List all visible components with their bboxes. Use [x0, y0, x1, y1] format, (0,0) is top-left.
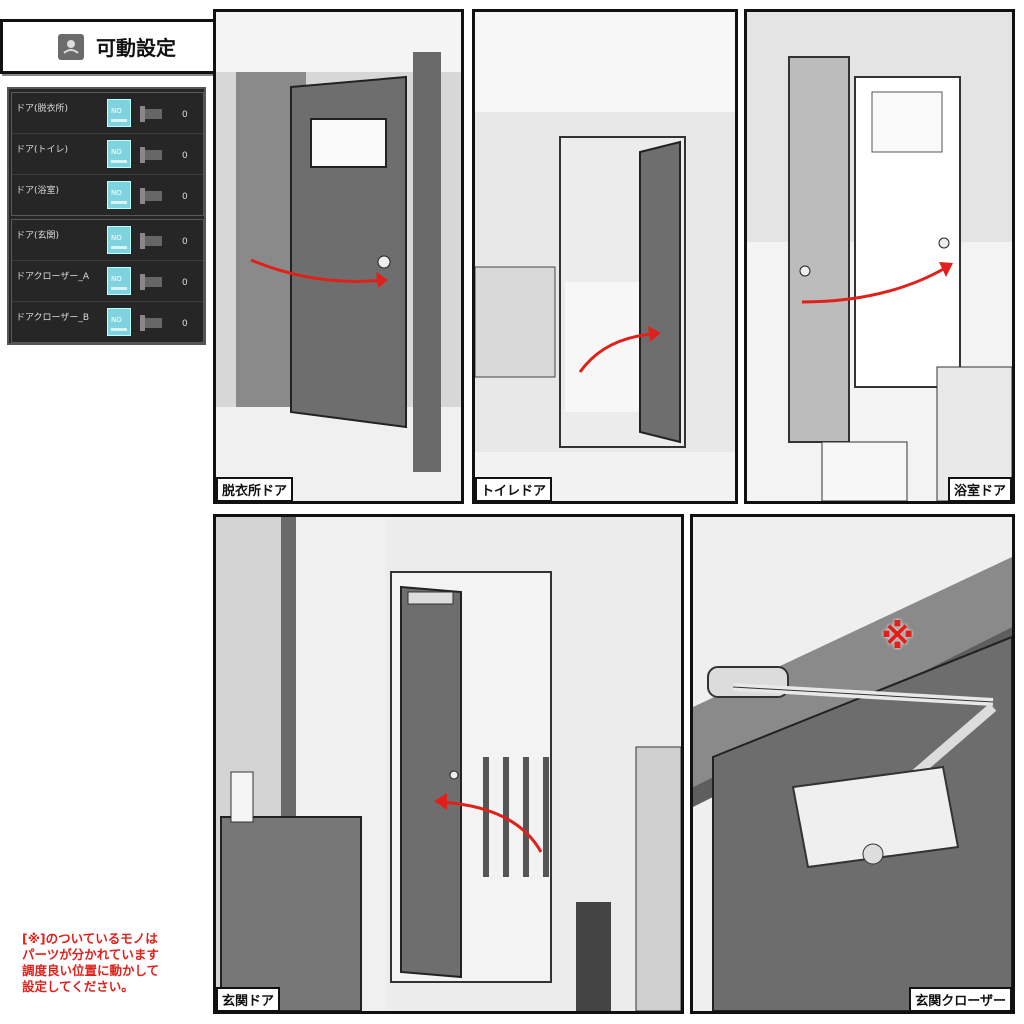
- toggle-button[interactable]: NO: [107, 226, 131, 254]
- toggle-label: NO: [111, 189, 122, 197]
- toggle-label: NO: [111, 316, 122, 324]
- caption-bath-door: 浴室ドア: [947, 477, 1012, 501]
- caption-entrance-door: 玄関ドア: [216, 987, 281, 1011]
- note-line: パーツが分かれています: [22, 947, 159, 962]
- setting-row-door-toilet: ドア(トイレ) NO 0: [12, 134, 203, 175]
- entrance-door-illustration: [216, 517, 681, 1011]
- caption-dressing-door: 脱衣所ドア: [216, 477, 294, 501]
- slider[interactable]: [140, 147, 162, 163]
- slider[interactable]: [140, 315, 162, 331]
- setting-value: 0: [182, 110, 188, 120]
- caption-toilet-door: トイレドア: [475, 477, 553, 501]
- caption-door-closer: 玄関クローザー: [909, 987, 1012, 1011]
- bath-door-illustration: [747, 12, 1012, 501]
- slider-handle[interactable]: [140, 233, 145, 249]
- setting-value: 0: [182, 192, 188, 202]
- toilet-door-illustration: [475, 12, 735, 501]
- frame-entrance-door: 玄関ドア: [213, 514, 684, 1014]
- toggle-button[interactable]: NO: [107, 308, 131, 336]
- dressing-door-illustration: [216, 12, 461, 501]
- frame-door-closer: ※ 玄関クローザー: [690, 514, 1015, 1014]
- setting-label: ドア(玄関): [16, 231, 60, 241]
- setting-label: ドアクローザー_B: [16, 313, 90, 323]
- toggle-label: NO: [111, 148, 122, 156]
- slider[interactable]: [140, 233, 162, 249]
- frame-toilet-door: トイレドア: [472, 9, 738, 504]
- instruction-note: [※]のついているモノは パーツが分かれています 調度良い位置に動かして 設定し…: [22, 931, 212, 995]
- setting-label: ドアクローザー_A: [16, 272, 90, 282]
- slider[interactable]: [140, 274, 162, 290]
- setting-row-door-dressing: ドア(脱衣所) NO 0: [12, 93, 203, 134]
- toggle-button[interactable]: NO: [107, 140, 131, 168]
- toggle-label: NO: [111, 275, 122, 283]
- slider-handle[interactable]: [140, 106, 145, 122]
- slider[interactable]: [140, 188, 162, 204]
- toggle-button[interactable]: NO: [107, 267, 131, 295]
- setting-value: 0: [182, 278, 188, 288]
- slider[interactable]: [140, 106, 162, 122]
- note-line: 設定してください。: [22, 979, 134, 994]
- setting-value: 0: [182, 237, 188, 247]
- gesture-icon: [58, 33, 84, 60]
- toggle-label: NO: [111, 234, 122, 242]
- setting-row-door-entrance: ドア(玄関) NO 0: [12, 220, 203, 261]
- setting-row-door-bath: ドア(浴室) NO 0: [12, 175, 203, 215]
- settings-group-2: ドア(玄関) NO 0 ドアクローザー_A NO 0 ドアクローザー_B NO …: [11, 219, 204, 343]
- page-title: 可動設定: [96, 36, 176, 60]
- frame-bath-door: 浴室ドア: [744, 9, 1015, 504]
- setting-row-closer-b: ドアクローザー_B NO 0: [12, 302, 203, 342]
- setting-value: 0: [182, 319, 188, 329]
- setting-label: ドア(脱衣所): [16, 104, 69, 114]
- note-line: 調度良い位置に動かして: [22, 963, 160, 978]
- slider-handle[interactable]: [140, 147, 145, 163]
- frame-dressing-door: 脱衣所ドア: [213, 9, 464, 504]
- setting-label: ドア(浴室): [16, 186, 60, 196]
- setting-value: 0: [182, 151, 188, 161]
- door-closer-illustration: [693, 517, 1012, 1011]
- note-line: [※]のついているモノは: [22, 931, 158, 946]
- settings-panel: ドア(脱衣所) NO 0 ドア(トイレ) NO 0 ドア(浴室) NO 0 ドア…: [7, 87, 206, 345]
- settings-group-1: ドア(脱衣所) NO 0 ドア(トイレ) NO 0 ドア(浴室) NO 0: [11, 92, 204, 216]
- slider-handle[interactable]: [140, 274, 145, 290]
- toggle-button[interactable]: NO: [107, 99, 131, 127]
- slider-handle[interactable]: [140, 188, 145, 204]
- slider-handle[interactable]: [140, 315, 145, 331]
- setting-row-closer-a: ドアクローザー_A NO 0: [12, 261, 203, 302]
- toggle-button[interactable]: NO: [107, 181, 131, 209]
- toggle-label: NO: [111, 107, 122, 115]
- title-box: 可動設定: [0, 19, 232, 74]
- part-marker: ※: [881, 617, 915, 657]
- setting-label: ドア(トイレ): [16, 145, 69, 155]
